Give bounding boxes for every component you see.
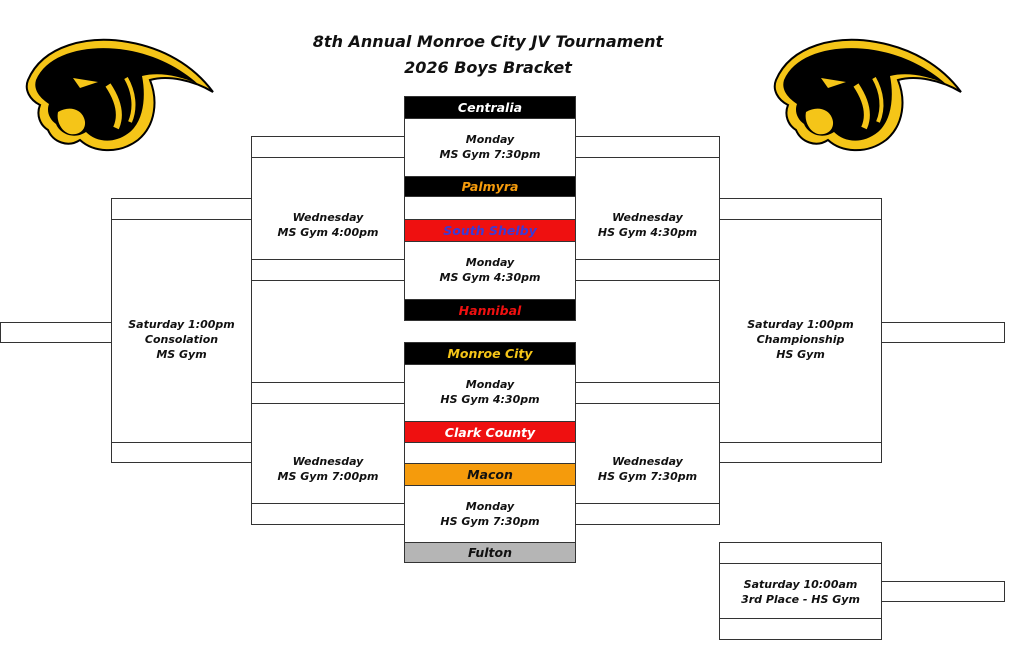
team-south-shelby: South Shelby [404,219,576,242]
panther-logo-left [25,38,214,152]
team-hannibal: Hannibal [404,299,576,321]
consolation-result-line [0,322,112,343]
bracket-box-left-top-inner [251,157,405,260]
panther-logo-right [773,38,962,152]
team-monroe-city: Monroe City [404,342,576,365]
team-fulton: Fulton [404,542,576,563]
page-title: 8th Annual Monroe City JV Tournament [312,32,664,51]
third-place-result-line [881,581,1005,602]
team-palmyra: Palmyra [404,176,576,197]
team-macon: Macon [404,463,576,486]
bracket-box-right-top-inner [575,157,720,260]
team-centralia: Centralia [404,96,576,119]
team-clark-county: Clark County [404,421,576,443]
champion-result-line [881,322,1005,343]
page-subtitle: 2026 Boys Bracket [404,58,572,77]
